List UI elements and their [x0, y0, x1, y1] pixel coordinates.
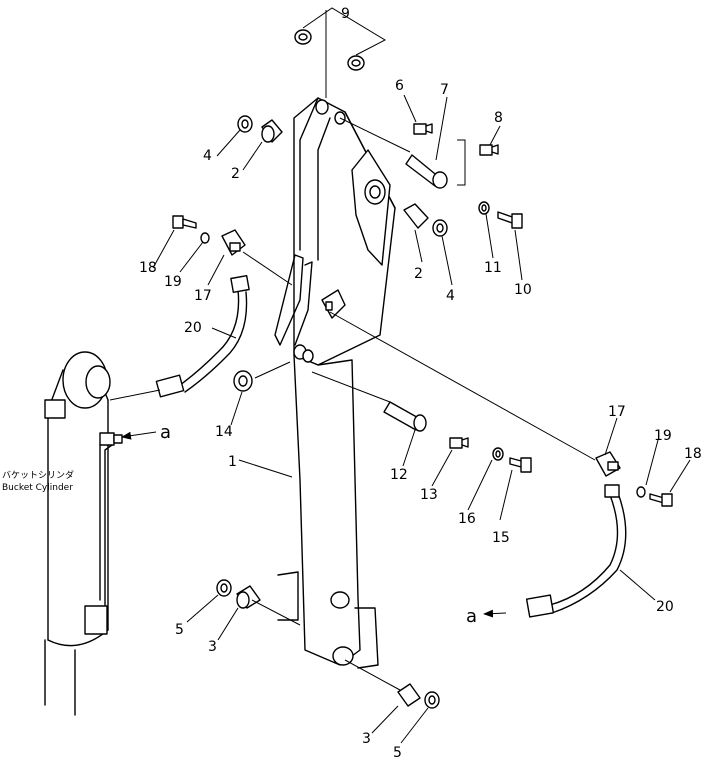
callout-1: 1 — [228, 454, 237, 470]
callout-8: 8 — [494, 110, 503, 126]
callout-2-lower: 2 — [414, 266, 423, 282]
callout-17-left: 17 — [194, 288, 212, 304]
connection-arrow-lower — [483, 609, 507, 618]
connection-arrow-upper — [121, 431, 157, 440]
callout-7: 7 — [440, 82, 449, 98]
callout-13: 13 — [420, 487, 438, 503]
callout-4-lower: 4 — [446, 288, 455, 304]
cylinder-label-english: Bucket Cylinder — [2, 483, 73, 493]
hoses — [155, 275, 627, 618]
callout-20-right: 20 — [656, 599, 674, 615]
callout-18-right: 18 — [684, 446, 702, 462]
callout-2-upper: 2 — [231, 166, 240, 182]
callout-5-left: 5 — [175, 622, 184, 638]
callout-18-left: 18 — [139, 260, 157, 276]
arm-assembly — [274, 97, 396, 669]
callout-20-left: 20 — [184, 320, 202, 336]
callout-12: 12 — [390, 467, 408, 483]
bucket-cylinder — [44, 351, 123, 716]
callout-4-upper: 4 — [203, 148, 212, 164]
callout-labels: 9 4 2 6 7 8 2 4 11 10 18 19 17 20 14 1 1… — [2, 6, 702, 759]
callout-19-left: 19 — [164, 274, 182, 290]
callout-5-right: 5 — [393, 745, 402, 759]
callout-16: 16 — [458, 511, 476, 527]
callout-9: 9 — [341, 6, 350, 22]
callout-14: 14 — [215, 424, 233, 440]
callout-3-right: 3 — [362, 731, 371, 747]
hardware-parts — [172, 7, 673, 709]
callout-15: 15 — [492, 530, 510, 546]
guide-lines — [109, 117, 596, 691]
callout-3-left: 3 — [208, 639, 217, 655]
cylinder-label-japanese: バケットシリンダ — [2, 469, 74, 481]
leader-lines — [152, 94, 691, 744]
connection-marker-lower: a — [466, 606, 477, 627]
callout-10: 10 — [514, 282, 532, 298]
callout-11: 11 — [484, 260, 502, 276]
connection-marker-upper: a — [160, 422, 171, 443]
callout-17-right: 17 — [608, 404, 626, 420]
callout-19-right: 19 — [654, 428, 672, 444]
callout-6: 6 — [395, 78, 404, 94]
